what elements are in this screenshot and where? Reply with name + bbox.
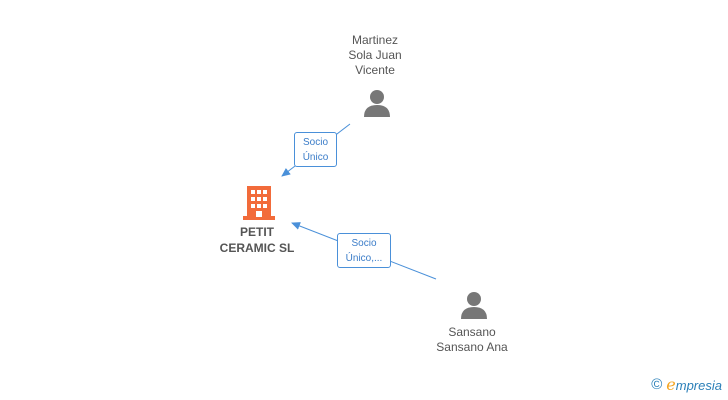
person-icon[interactable] xyxy=(459,289,489,319)
person-name-martinez[interactable]: Martinez Sola Juan Vicente xyxy=(348,33,402,77)
company-name[interactable]: PETIT CERAMIC SL xyxy=(219,225,295,255)
empresia-logo[interactable]: © empresia xyxy=(651,375,722,394)
building-icon[interactable] xyxy=(243,184,275,220)
copyright-icon: © xyxy=(651,376,663,393)
edge-label-socio-unico[interactable]: Socio Único xyxy=(294,132,337,167)
person-icon[interactable] xyxy=(362,87,392,117)
person-name-sansano[interactable]: Sansano Sansano Ana xyxy=(436,325,508,354)
edge-label-socio-unico-2[interactable]: Socio Único,... xyxy=(337,233,391,268)
